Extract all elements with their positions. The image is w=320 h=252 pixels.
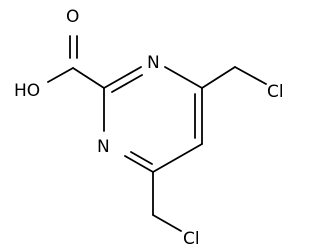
atom-label-cl-lower: Cl bbox=[183, 229, 200, 249]
bond-c2-n1-double-b bbox=[111, 74, 143, 93]
atom-label-o: O bbox=[66, 7, 79, 27]
atom-label-cl-upper: Cl bbox=[267, 82, 284, 102]
atom-label-n-upper: N bbox=[147, 53, 160, 73]
atom-label-n-lower: N bbox=[97, 137, 110, 157]
structure-diagram: HO O N N Cl Cl bbox=[14, 7, 284, 249]
bond-ch2-cl-upper bbox=[234, 66, 267, 85]
bond-c2-cooh bbox=[72, 67, 105, 89]
bond-c5-c4 bbox=[152, 143, 203, 173]
bond-ch2-cl-lower bbox=[152, 214, 182, 232]
bond-c4-n3-inner bbox=[130, 151, 153, 165]
bond-cooh-c-oh bbox=[47, 67, 74, 83]
atom-label-ho: HO bbox=[14, 81, 40, 101]
bond-c6-ch2-upper bbox=[201, 66, 236, 89]
bond-c2-n1-double-a bbox=[103, 66, 142, 89]
bond-c4-n3 bbox=[124, 155, 154, 173]
bond-n1-c6 bbox=[164, 66, 203, 89]
